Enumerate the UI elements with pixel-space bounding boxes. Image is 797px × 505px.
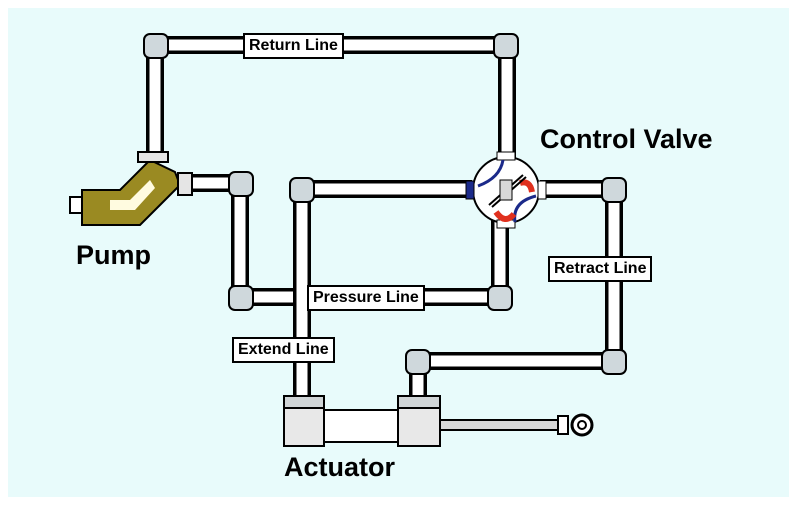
extend-line-label: Extend Line [232, 337, 335, 363]
retract-line-label: Retract Line [548, 256, 653, 282]
pump-label: Pump [76, 240, 152, 270]
pressure-line-label: Pressure Line [307, 285, 425, 311]
return-line-pipe [146, 36, 516, 162]
control-valve-label: Control Valve [540, 124, 713, 154]
actuator-cylinder [283, 395, 594, 447]
pump-body [69, 151, 193, 226]
return-line-label: Return Line [243, 33, 344, 59]
actuator-label: Actuator [284, 452, 396, 482]
control-valve [465, 151, 547, 229]
pressure-line-pipe [190, 174, 509, 306]
elbow-fittings [143, 33, 627, 375]
